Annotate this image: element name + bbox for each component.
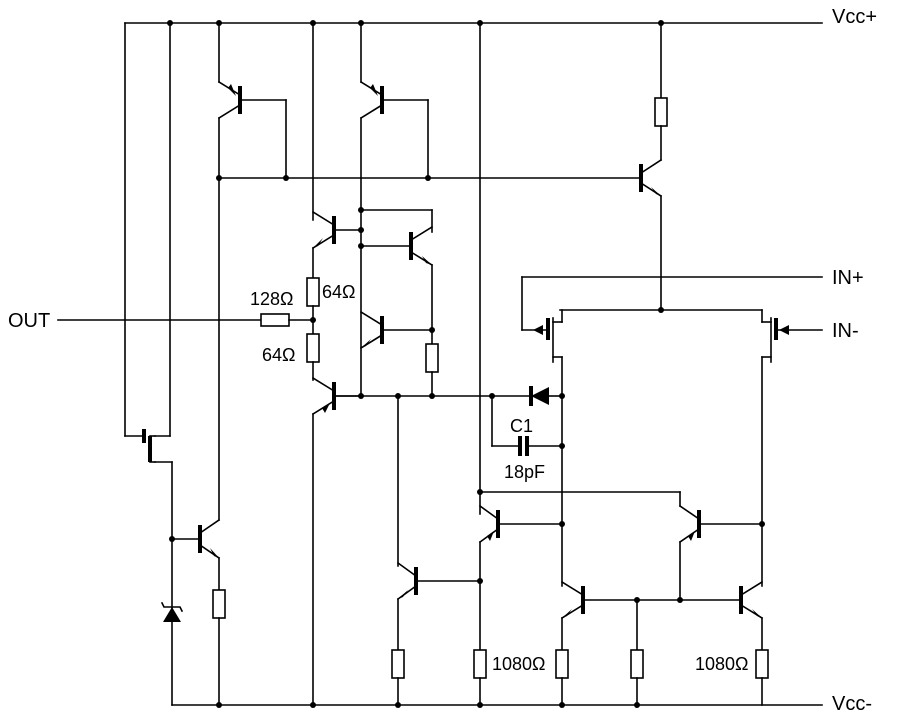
middle-pnp-transistor [478, 504, 563, 544]
vcc-negative-label: Vcc- [832, 693, 872, 715]
junction-dots [167, 20, 765, 708]
load-mirror-npn-left [560, 580, 742, 620]
top-mid-pnp-transistor [359, 22, 429, 120]
output-upper-npn-transistor [311, 210, 362, 250]
driver-npn-transistor [396, 561, 481, 601]
input-jfet-left [533, 317, 563, 363]
input-jfet-right [761, 317, 789, 363]
left-npn-emitter-resistor [212, 589, 226, 619]
diode [529, 386, 549, 406]
resistor-64-upper-label: 64Ω [322, 282, 355, 302]
zener-diode [160, 601, 184, 622]
resistor-1080-left-label: 1080Ω [492, 654, 546, 674]
out-label: OUT [8, 310, 50, 332]
capacitor-c1-label: C1 [510, 416, 533, 436]
vbe-npn-transistor [409, 225, 434, 267]
in-minus-label: IN- [832, 320, 859, 342]
bias-wiring [124, 22, 201, 706]
resistor-64-lower [306, 333, 320, 363]
current-source-pnp-transistor [639, 158, 663, 198]
driver-emitter-resistor [391, 649, 405, 679]
resistor-1080-left [555, 649, 569, 679]
resistor-128 [260, 313, 290, 327]
in-plus-label: IN+ [832, 267, 864, 289]
capacitor-value-label: 18pF [504, 462, 545, 482]
resistor-128-label: 128Ω [250, 289, 294, 309]
top-left-pnp-transistor [217, 22, 287, 120]
center-resistor [630, 649, 644, 679]
left-pmos-fet [142, 429, 156, 463]
resistor-64-lower-label: 64Ω [262, 345, 295, 365]
right-mirror-pnp-transistor [678, 504, 763, 544]
resistor-64-upper [306, 277, 320, 307]
resistor-1080-right [755, 649, 769, 679]
vbe-resistor [425, 343, 439, 373]
middle-resistor [473, 649, 487, 679]
capacitor-c1 [518, 436, 529, 456]
bottom-left-npn-transistor [198, 518, 221, 560]
vbe-lower-npn-transistor [359, 310, 433, 350]
load-mirror-npn-right [739, 580, 764, 620]
input-bias-resistor [654, 97, 668, 127]
resistor-1080-right-label: 1080Ω [695, 654, 749, 674]
vcc-positive-label: Vcc+ [832, 6, 877, 28]
